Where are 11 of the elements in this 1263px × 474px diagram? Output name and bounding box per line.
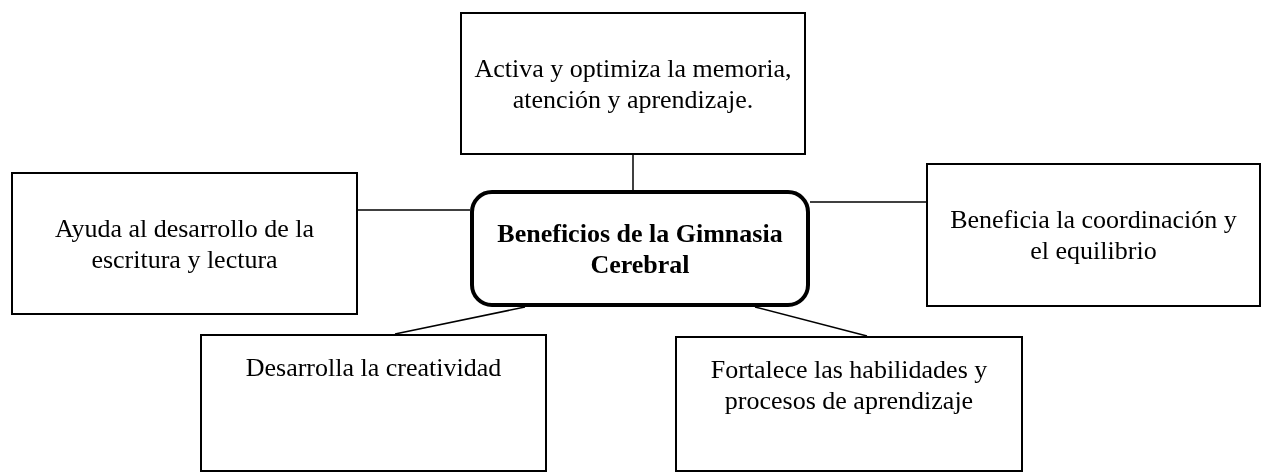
benefit-box: Desarrolla la creatividad — [200, 334, 547, 472]
connector-line — [754, 306, 868, 337]
benefit-box: Activa y optimiza la memoria, atención y aprendizaje. — [460, 12, 806, 155]
benefit-box: Beneficia la coordinación y el equilibrio — [926, 163, 1261, 307]
central-topic-box: Beneficios de la Gimnasia Cerebral — [470, 190, 810, 307]
benefit-box: Ayuda al desarrollo de la escritura y lectura — [11, 172, 358, 315]
benefit-box: Fortalece las habilidades y procesos de aprendizaje — [675, 336, 1023, 472]
connector-line — [809, 201, 927, 203]
connector-line — [632, 154, 634, 191]
connector-line — [357, 209, 471, 211]
connector-line — [394, 306, 526, 335]
